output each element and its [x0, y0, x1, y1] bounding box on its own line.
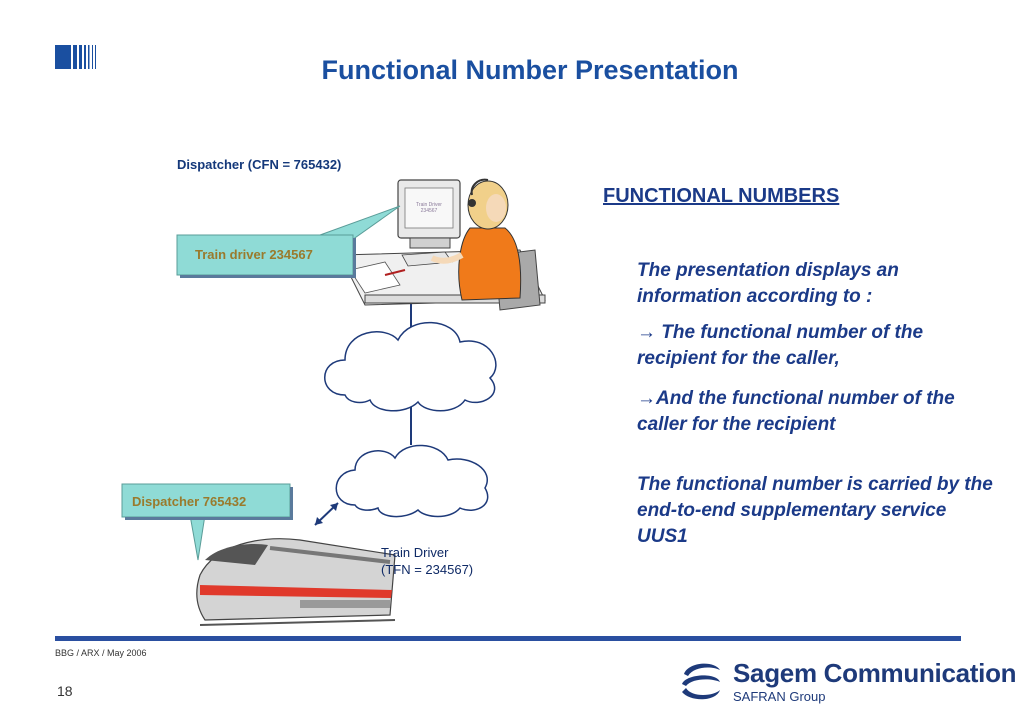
dispatcher-workstation-icon — [339, 178, 546, 311]
dispatcher-label: Dispatcher (CFN = 765432) — [177, 157, 342, 172]
monitor-screen-text: Train Driver 234567 — [405, 202, 453, 214]
company-logo-icon — [682, 663, 720, 700]
train-label-line1: Train Driver — [381, 545, 449, 560]
header-logo-icon — [55, 45, 96, 69]
section-heading: FUNCTIONAL NUMBERS — [603, 185, 840, 207]
train-label: Train Driver (TFN = 234567) — [381, 544, 473, 578]
paragraph-uus1: The functional number is carried by the … — [637, 474, 993, 547]
company-name: Sagem Communication — [733, 658, 1017, 688]
train-label-line2: (TFN = 234567) — [381, 562, 474, 577]
network-cloud-icon — [335, 444, 489, 518]
page-title: Functional Number Presentation — [321, 55, 739, 85]
callout-dispatcher-screen-text: Train driver 234567 — [195, 247, 313, 262]
callout-train-text: Dispatcher 765432 — [132, 494, 247, 509]
network-cloud-icon — [324, 321, 497, 412]
monitor-screen-line1: Train Driver — [416, 202, 442, 208]
footer-note: BBG / ARX / May 2006 — [55, 648, 147, 658]
paragraph-intro: The presentation displays an information… — [637, 260, 899, 307]
page-number: 18 — [57, 683, 73, 699]
callout-train — [121, 483, 293, 561]
bullet-caller-number: →And the functional number of the caller… — [637, 388, 955, 435]
network-diagram — [121, 178, 546, 626]
callout-dispatcher-screen — [176, 205, 401, 278]
train-icon — [196, 538, 396, 626]
company-subtitle: SAFRAN Group — [733, 689, 826, 704]
footer-divider — [55, 636, 961, 641]
bullet-recipient-number: → The functional number of the recipient… — [637, 322, 924, 369]
monitor-screen-line2: 234567 — [420, 208, 438, 214]
